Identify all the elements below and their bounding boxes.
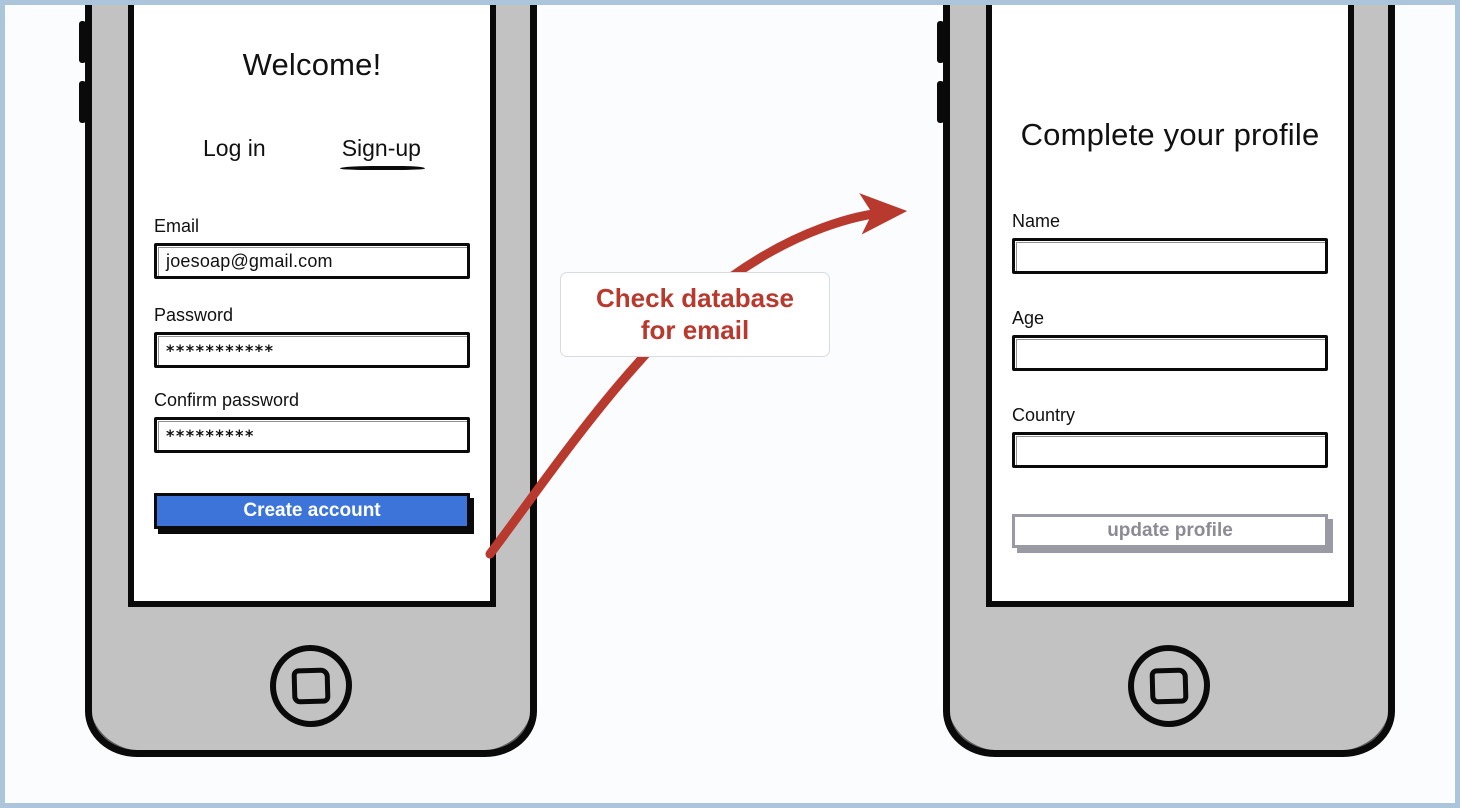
note-veil bbox=[561, 273, 829, 356]
label-confirm-password: Confirm password bbox=[154, 390, 300, 410]
input-password-value: *********** bbox=[166, 340, 275, 360]
home-button-icon[interactable] bbox=[270, 645, 352, 727]
home-button-square-icon bbox=[291, 667, 331, 705]
screen-profile: Complete your profile Name Age bbox=[986, 5, 1354, 607]
form-signup: Email joesoap@gmail.com Password *******… bbox=[154, 216, 470, 529]
volume-up-button[interactable] bbox=[937, 21, 944, 63]
field-group-password: Password *********** bbox=[154, 305, 470, 368]
label-country: Country bbox=[1012, 405, 1076, 425]
input-email-value: joesoap@gmail.com bbox=[166, 250, 333, 271]
input-password[interactable]: *********** bbox=[154, 332, 470, 368]
label-password: Password bbox=[154, 305, 234, 325]
phone-device-profile: Complete your profile Name Age bbox=[937, 5, 1395, 757]
annotation-note-line-1: Check database bbox=[596, 282, 794, 313]
volume-down-button[interactable] bbox=[937, 81, 944, 123]
tab-sign-up[interactable]: Sign-up bbox=[339, 135, 426, 170]
annotation-note-check-database[interactable]: Check database for email bbox=[560, 272, 830, 357]
input-confirm-password[interactable]: ********* bbox=[154, 417, 470, 453]
label-age: Age bbox=[1012, 308, 1045, 328]
auth-tabs: Log in Sign-up bbox=[154, 135, 470, 170]
field-group-name: Name bbox=[1012, 211, 1328, 274]
field-group-country: Country bbox=[1012, 405, 1328, 468]
label-name: Name bbox=[1012, 211, 1061, 231]
volume-down-button[interactable] bbox=[79, 81, 86, 123]
home-button-square-icon bbox=[1149, 667, 1189, 705]
tab-log-in[interactable]: Log in bbox=[203, 135, 266, 161]
home-button-icon[interactable] bbox=[1128, 645, 1210, 727]
create-account-button[interactable]: Create account bbox=[154, 493, 470, 529]
page-title-welcome: Welcome! bbox=[242, 47, 382, 82]
page-title-complete-profile: Complete your profile bbox=[1020, 117, 1320, 152]
input-country[interactable] bbox=[1012, 432, 1328, 468]
input-age[interactable] bbox=[1012, 335, 1328, 371]
screen-signup: Welcome! Log in Sign-up Email joesoap@gm… bbox=[128, 5, 496, 607]
annotation-note-line-2: for email bbox=[640, 314, 750, 345]
label-email: Email bbox=[154, 216, 200, 236]
field-group-email: Email joesoap@gmail.com bbox=[154, 216, 470, 279]
field-group-confirm-password: Confirm password ********* bbox=[154, 390, 470, 453]
form-profile: Name Age Country bbox=[1012, 211, 1328, 548]
update-profile-button-label: update profile bbox=[1107, 520, 1233, 541]
input-email[interactable]: joesoap@gmail.com bbox=[154, 243, 470, 279]
input-confirm-password-value: ********* bbox=[166, 425, 255, 445]
phone-device-signup: Welcome! Log in Sign-up Email joesoap@gm… bbox=[79, 5, 537, 757]
annotation-arrow-icon bbox=[485, 193, 908, 559]
field-group-age: Age bbox=[1012, 308, 1328, 371]
volume-up-button[interactable] bbox=[79, 21, 86, 63]
create-account-button-label: Create account bbox=[243, 500, 381, 521]
update-profile-button[interactable]: update profile bbox=[1012, 514, 1328, 548]
input-name[interactable] bbox=[1012, 238, 1328, 274]
